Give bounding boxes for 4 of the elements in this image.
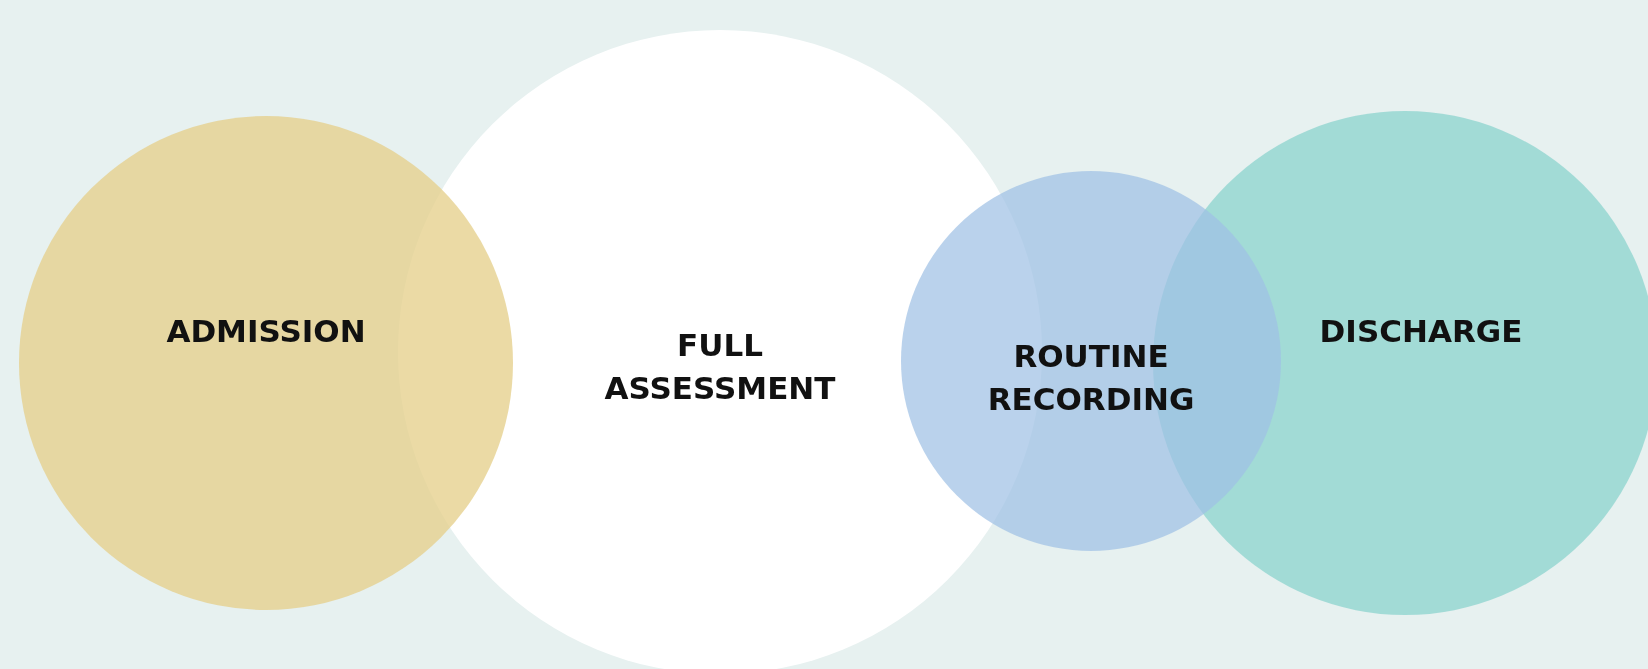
stage-label: ADMISSION xyxy=(165,312,367,351)
stage-label: ROUTINE RECORDING xyxy=(986,336,1196,420)
stage-label: DISCHARGE xyxy=(1318,312,1524,351)
stage-label: FULL ASSESSMENT xyxy=(603,325,837,409)
